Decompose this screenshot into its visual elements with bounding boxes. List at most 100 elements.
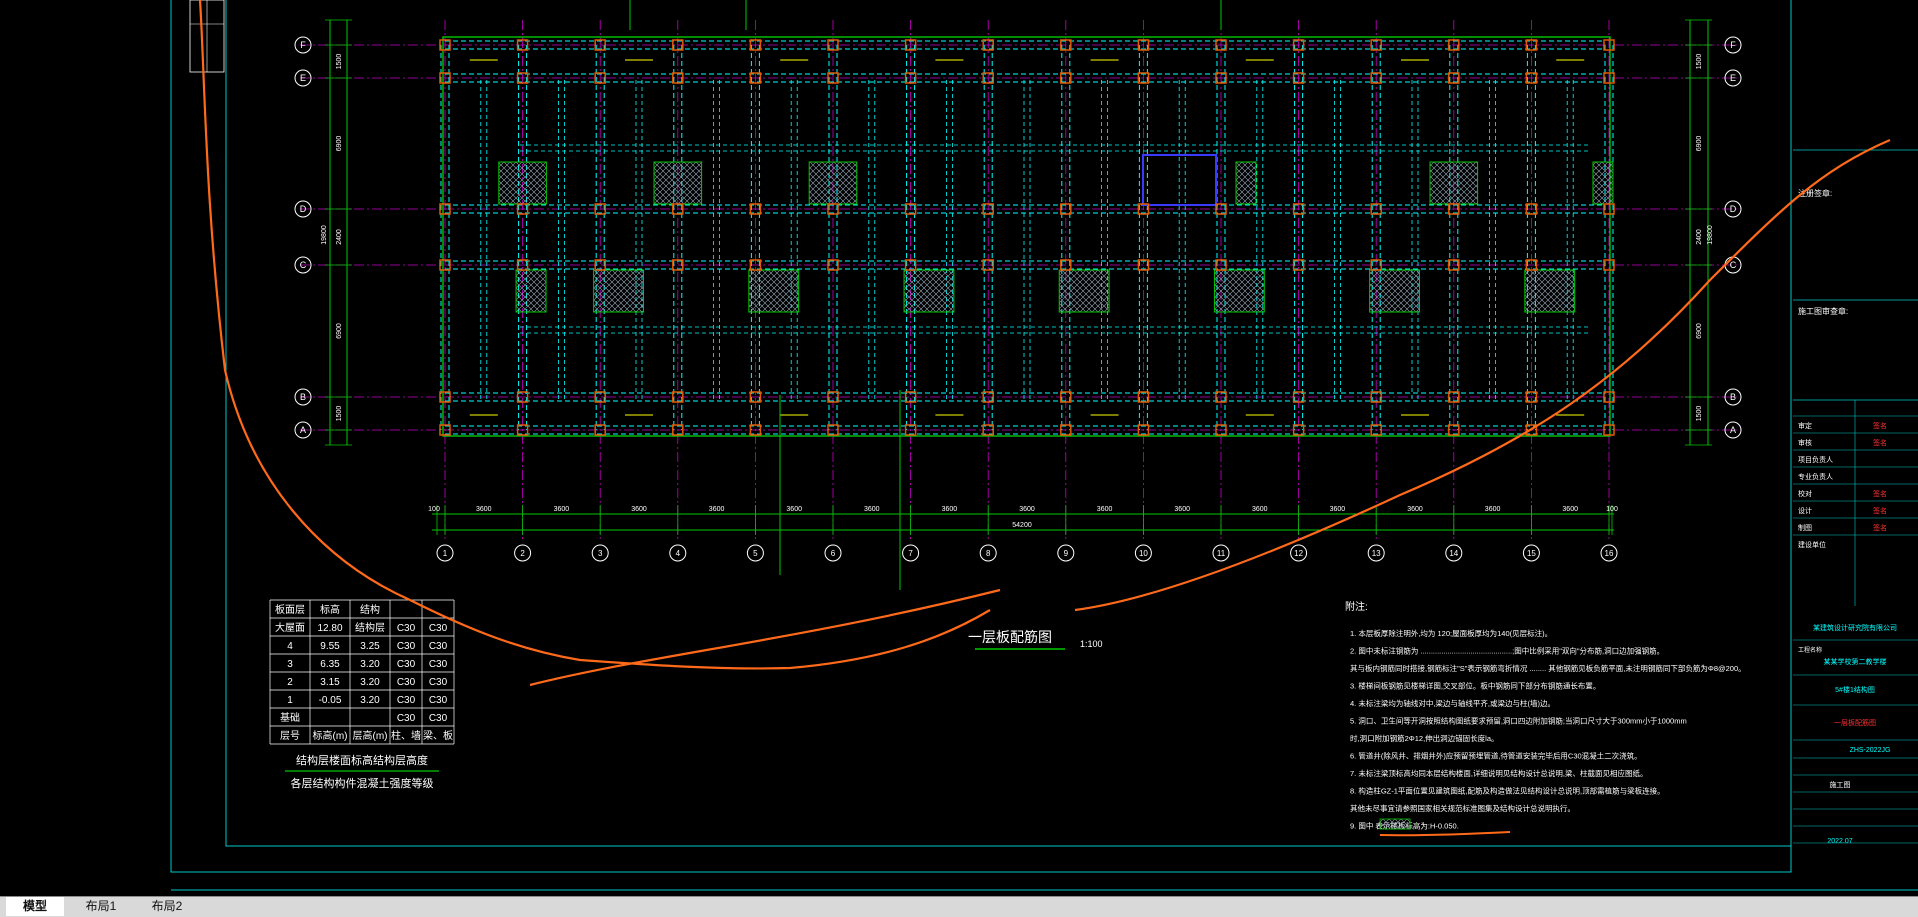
column (516, 424, 529, 436)
notes-line: 5. 洞口、卫生间等开洞按照结构图纸要求预留,洞口四边附加钢筋;当洞口尺寸大于3… (1350, 716, 1687, 726)
tab-layout2[interactable]: 布局2 (151, 899, 183, 913)
dimension-value: 100 (428, 506, 440, 513)
column (439, 203, 451, 215)
column (1370, 72, 1382, 84)
title-block-cell: 设计 (1798, 506, 1812, 515)
table-cell: 结构层 (355, 621, 385, 634)
axis-bubble-13 (1367, 544, 1385, 562)
column (749, 391, 762, 403)
dimension-value: 6900 (1696, 323, 1703, 339)
notes-title: 附注: (1345, 600, 1368, 613)
column (439, 39, 451, 51)
tab-layout1[interactable]: 布局1 (85, 899, 117, 913)
column (1215, 259, 1227, 271)
dimension-total: 19800 (321, 225, 328, 245)
title-block-cell: 项目负责人 (1798, 455, 1833, 464)
axis-bubble-11 (1212, 544, 1230, 562)
axis-bubble-D (294, 200, 312, 218)
column (827, 259, 839, 271)
column (749, 424, 762, 436)
axis-label-A: A (1730, 425, 1736, 435)
hatched-opening (515, 269, 547, 313)
axis-label-1: 1 (443, 549, 448, 558)
table-cell: C30 (429, 659, 448, 670)
title-block-sheet: 一层板配筋图 (1834, 718, 1876, 727)
axis-bubble-4 (669, 544, 687, 562)
column (594, 203, 606, 215)
column (1448, 203, 1460, 215)
column (904, 391, 917, 403)
axis-bubble-E (1724, 69, 1742, 87)
axis-label-9: 9 (1064, 549, 1069, 558)
column (982, 259, 994, 271)
axis-bubble-2 (514, 544, 532, 562)
column (439, 259, 451, 271)
table-cell: C30 (397, 713, 416, 724)
dimension-value: 2400 (1696, 229, 1703, 245)
title-block-cell: 制图 (1798, 523, 1812, 532)
table-cell: 9.55 (320, 641, 340, 652)
markup-curve (529, 588, 1001, 687)
notes-line: 7. 未标注梁顶标高均同本层结构楼面,详细说明见结构设计总说明,梁、柱截面见相应… (1350, 768, 1648, 778)
column (516, 72, 529, 84)
axis-label-5: 5 (753, 549, 758, 558)
hatched-opening (748, 269, 800, 313)
table-cell: 2 (287, 677, 293, 688)
table-cell: C30 (397, 641, 416, 652)
axis-bubble-15 (1522, 544, 1540, 562)
table-cell: 基础 (280, 711, 300, 724)
column (516, 39, 529, 51)
column (1137, 203, 1150, 215)
axis-label-E: E (1730, 73, 1736, 83)
axis-bubble-F (294, 36, 312, 54)
table-cell: 层高(m) (353, 729, 388, 742)
title-block-cell: 校对 (1798, 489, 1812, 498)
dimension-value: 3600 (864, 506, 880, 513)
column (439, 391, 451, 403)
column (749, 72, 762, 84)
axis-bubble-A (1724, 421, 1742, 439)
table-cell: 层号 (280, 730, 300, 742)
table-cell: 标高(m) (313, 729, 348, 742)
table-cell: C30 (397, 695, 416, 706)
column (904, 424, 917, 436)
column (982, 203, 994, 215)
axis-label-16: 16 (1605, 549, 1614, 558)
column (1448, 424, 1460, 436)
column (672, 72, 684, 84)
axis-label-4: 4 (676, 549, 681, 558)
table-caption: 结构层楼面标高结构层高度 (296, 753, 428, 767)
column (1215, 203, 1227, 215)
table-cell: 3 (287, 659, 293, 670)
column (904, 259, 917, 271)
column (827, 424, 839, 436)
column (1603, 424, 1615, 436)
table-cell: C30 (397, 623, 416, 634)
dimension-value: 3600 (1562, 506, 1578, 513)
column (1448, 39, 1460, 51)
dimension-value: 3600 (476, 506, 492, 513)
table-cell: 1 (287, 695, 293, 706)
column (1448, 72, 1460, 84)
column (1603, 72, 1615, 84)
hatched-opening (498, 161, 547, 205)
hatched-opening (1235, 161, 1257, 205)
title-block-subitem: 5#楼1结构图 (1835, 685, 1875, 694)
column (594, 39, 606, 51)
column (1215, 424, 1227, 436)
dimension-value: 3600 (554, 506, 570, 513)
column (594, 391, 606, 403)
title-block-cell: 审核 (1798, 438, 1812, 447)
axis-bubble-8 (979, 544, 997, 562)
column (1448, 259, 1460, 271)
table-cell: 板面层 (275, 603, 305, 616)
column (516, 259, 529, 271)
markup-underline (1379, 831, 1511, 837)
axis-bubble-10 (1134, 544, 1152, 562)
title-block-signature: 签名 (1873, 506, 1887, 515)
tab-model[interactable]: 模型 (6, 897, 64, 916)
table-cell: 柱、墙 (391, 729, 421, 742)
building-outline (442, 36, 1611, 437)
axis-bubble-5 (746, 544, 764, 562)
